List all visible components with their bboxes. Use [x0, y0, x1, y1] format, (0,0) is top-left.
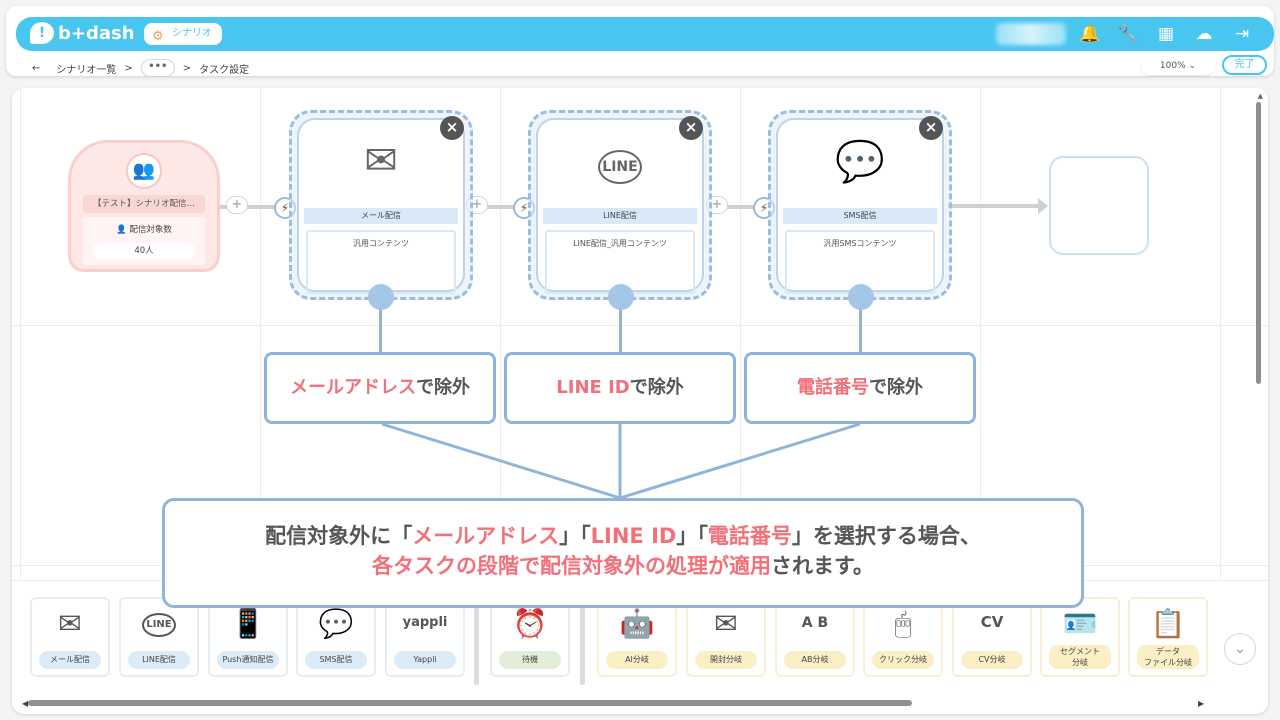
connector-line [948, 204, 1040, 208]
breadcrumb-separator: > [182, 62, 192, 74]
breadcrumb-current: タスク設定 [199, 64, 250, 76]
yappli-icon: yappli [402, 615, 448, 630]
breadcrumb-more-button[interactable]: ••• [140, 59, 175, 77]
palette-item-segment-branch[interactable]: 🪪セグメント 分岐 [1040, 597, 1120, 677]
line-icon: LINE [121, 613, 197, 637]
scroll-right-arrow[interactable]: ▶ [1198, 699, 1205, 708]
summary-callout: 配信対象外に「メールアドレス」「LINE ID」「電話番号」を選択する場合、 各… [162, 498, 1084, 608]
callout-phone-exclusion: 電話番号で除外 [744, 352, 976, 424]
task-node-sms[interactable]: 💬 SMS配信 汎用SMSコンテンツ × [768, 110, 952, 300]
empty-task-slot[interactable] [1049, 156, 1149, 255]
open-mail-icon: ✉ [714, 607, 738, 640]
users-icon: 👥 [126, 153, 162, 189]
user-name-blurred [996, 23, 1066, 45]
sms-icon: 💬 [318, 607, 354, 640]
start-node[interactable]: 👥 【テスト】シナリオ配信… 👤 配信対象数 40人 [68, 140, 220, 272]
breadcrumb: ← シナリオ一覧 > ••• > タスク設定 [32, 59, 249, 77]
close-icon[interactable]: × [440, 116, 464, 140]
badge-icon: 🪪 [1062, 607, 1098, 640]
annotation-line [859, 298, 862, 354]
task-node-line[interactable]: LINE LINE配信 LINE配信_汎用コンテンツ × [528, 110, 712, 300]
palette-separator [474, 593, 479, 685]
palette-item-ai-branch[interactable]: 🤖AI分岐 [597, 597, 677, 677]
push-icon: 📱 [230, 607, 266, 640]
mail-icon: ✉ [364, 138, 398, 184]
scroll-up-arrow[interactable]: ▲ [1257, 92, 1263, 100]
connector-line [707, 205, 759, 209]
task-anchor-dot [608, 284, 634, 310]
add-task-button[interactable]: + [226, 196, 248, 214]
logo[interactable]: ! b+dash [30, 22, 135, 44]
logo-bubble-icon: ! [30, 22, 54, 44]
palette-item-click-branch[interactable]: 🖱クリック分岐 [863, 597, 943, 677]
alarm-clock-icon: ⏰ [512, 607, 548, 640]
callout-email-exclusion: メールアドレスで除外 [264, 352, 496, 424]
chevron-down-icon[interactable]: ⌄ [1224, 633, 1256, 665]
zoom-select[interactable]: 100% ⌄ [1141, 57, 1215, 75]
line-icon: LINE [538, 150, 702, 184]
breadcrumb-separator: > [124, 62, 133, 74]
annotation-line [619, 298, 622, 354]
chat-icon[interactable]: ☁ [1195, 24, 1213, 44]
target-count-value: 40人 [93, 243, 195, 259]
bell-icon[interactable]: 🔔 [1079, 24, 1101, 44]
palette-item-open-branch[interactable]: ✉開封分岐 [686, 597, 766, 677]
sms-icon: 💬 [835, 139, 885, 185]
close-icon[interactable]: × [679, 116, 703, 140]
callout-line-exclusion: LINE IDで除外 [504, 352, 736, 424]
ab-icon: A B [801, 615, 829, 631]
start-node-title: 【テスト】シナリオ配信… [83, 195, 205, 213]
palette-separator [580, 593, 585, 685]
clipboard-icon: 📋 [1150, 607, 1186, 640]
logo-text: b+dash [58, 22, 135, 44]
done-button[interactable]: 完了 [1222, 55, 1267, 75]
breadcrumb-scenario-list[interactable]: シナリオ一覧 [56, 64, 117, 76]
task-anchor-dot [368, 284, 394, 310]
scenario-label: シナリオ [172, 28, 212, 39]
top-bar: ! b+dash ⚙ シナリオ 🔔 🔧 ▦ ☁ ⇥ [16, 17, 1274, 51]
task-title: SMS配信 [783, 208, 937, 224]
mouse-icon: 🖱 [894, 607, 912, 640]
robot-icon: 🤖 [619, 607, 655, 640]
palette-item-push[interactable]: 📱Push通知配信 [208, 597, 288, 677]
task-title: メール配信 [304, 208, 458, 224]
summary-line-2: 各タスクの段階で配信対象外の処理が適用されます。 [372, 554, 874, 578]
connector-arrowhead [1038, 198, 1048, 214]
apps-grid-icon[interactable]: ▦ [1157, 24, 1175, 44]
logout-icon[interactable]: ⇥ [1234, 24, 1250, 44]
connector-line [467, 205, 519, 209]
scenario-menu-button[interactable]: ⚙ シナリオ [144, 23, 222, 45]
back-arrow-icon[interactable]: ← [32, 62, 41, 74]
annotation-line [379, 298, 382, 354]
chevron-down-icon: ⌄ [1188, 61, 1197, 71]
target-count-label: 👤 配信対象数 [116, 225, 172, 235]
scroll-left-arrow[interactable]: ◀ [22, 699, 29, 708]
scenario-canvas[interactable]: ▲ 👥 【テスト】シナリオ配信… 👤 配信対象数 40人 + ⚡ + ⚡ + ⚡… [12, 88, 1268, 714]
horizontal-scrollbar[interactable] [28, 700, 912, 706]
task-anchor-dot [848, 284, 874, 310]
header: ! b+dash ⚙ シナリオ 🔔 🔧 ▦ ☁ ⇥ ← シナリオ一覧 > •••… [6, 6, 1274, 77]
palette-item-data-file-branch[interactable]: 📋データ ファイル分岐 [1128, 597, 1208, 677]
summary-line-1: 配信対象外に「メールアドレス」「LINE ID」「電話番号」を選択する場合、 [265, 524, 981, 548]
zoom-value: 100% [1159, 61, 1186, 71]
task-title: LINE配信 [543, 208, 697, 224]
wrench-icon[interactable]: 🔧 [1117, 24, 1139, 44]
palette-item-sms[interactable]: 💬SMS配信 [296, 597, 376, 677]
connector-line [219, 205, 279, 209]
palette-item-wait[interactable]: ⏰待機 [490, 597, 570, 677]
mail-icon: ✉ [58, 607, 82, 640]
close-icon[interactable]: × [919, 116, 943, 140]
palette-item-mail[interactable]: ✉メール配信 [30, 597, 110, 677]
vertical-scrollbar[interactable] [1256, 102, 1261, 384]
cv-icon: CV [980, 613, 1004, 631]
annotation-funnel-lines [381, 422, 861, 500]
scenario-icon: ⚙ [152, 29, 164, 44]
